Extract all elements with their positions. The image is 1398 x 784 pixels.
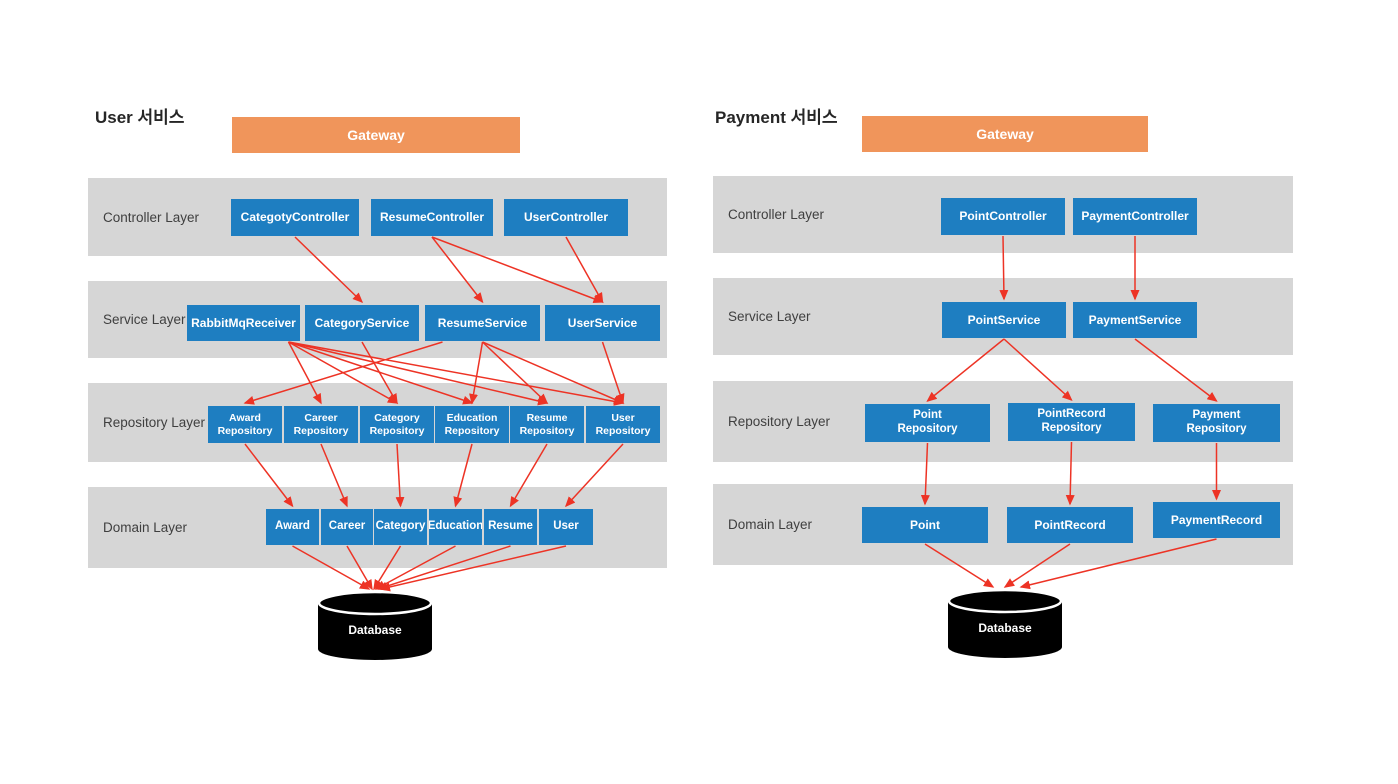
layer-label-service-layer: Service Layer	[728, 309, 811, 324]
diagram-title-user-service: User 서비스	[95, 108, 185, 127]
node-user-repository: User Repository	[586, 406, 660, 443]
node-pointrecord: PointRecord	[1007, 507, 1133, 543]
node-award: Award	[266, 509, 319, 545]
node-resumeservice: ResumeService	[425, 305, 540, 341]
node-userservice: UserService	[545, 305, 660, 341]
node-rabbitmqreceiver: RabbitMqReceiver	[187, 305, 300, 341]
node-career: Career	[321, 509, 373, 545]
node-category-repository: Category Repository	[360, 406, 434, 443]
diagram-title-payment-service: Payment 서비스	[715, 108, 838, 127]
node-resumecontroller: ResumeController	[371, 199, 493, 236]
node-gateway: Gateway	[232, 117, 520, 153]
node-paymentcontroller: PaymentController	[1073, 198, 1197, 235]
node-paymentservice: PaymentService	[1073, 302, 1197, 338]
node-pointservice: PointService	[942, 302, 1066, 338]
node-category: Category	[374, 509, 427, 545]
node-pointrecord-repository: PointRecord Repository	[1008, 403, 1135, 441]
node-categoryservice: CategoryService	[305, 305, 419, 341]
node-point: Point	[862, 507, 988, 543]
node-gateway: Gateway	[862, 116, 1148, 152]
database-cylinder-payment-service: Database	[948, 590, 1062, 658]
layer-label-domain-layer: Domain Layer	[728, 517, 813, 532]
node-point-repository: Point Repository	[865, 404, 990, 442]
database-label: Database	[978, 621, 1032, 635]
node-award-repository: Award Repository	[208, 406, 282, 443]
database-cylinder-user-service: Database	[318, 592, 432, 660]
node-payment-repository: Payment Repository	[1153, 404, 1280, 442]
node-education: Education	[429, 509, 482, 545]
node-resume: Resume	[484, 509, 537, 545]
layer-label-controller-layer: Controller Layer	[728, 207, 825, 222]
layer-label-domain-layer: Domain Layer	[103, 520, 188, 535]
layer-label-repository-layer: Repository Layer	[103, 415, 206, 430]
layer-label-controller-layer: Controller Layer	[103, 209, 200, 225]
database-label: Database	[348, 623, 402, 637]
node-user: User	[539, 509, 593, 545]
node-career-repository: Career Repository	[284, 406, 358, 443]
layer-label-service-layer: Service Layer	[103, 312, 186, 327]
node-pointcontroller: PointController	[941, 198, 1065, 235]
node-paymentrecord: PaymentRecord	[1153, 502, 1280, 538]
node-usercontroller: UserController	[504, 199, 628, 236]
layer-label-repository-layer: Repository Layer	[728, 414, 831, 429]
node-categotycontroller: CategotyController	[231, 199, 359, 236]
node-education-repository: Education Repository	[435, 406, 509, 443]
node-resume-repository: Resume Repository	[510, 406, 584, 443]
